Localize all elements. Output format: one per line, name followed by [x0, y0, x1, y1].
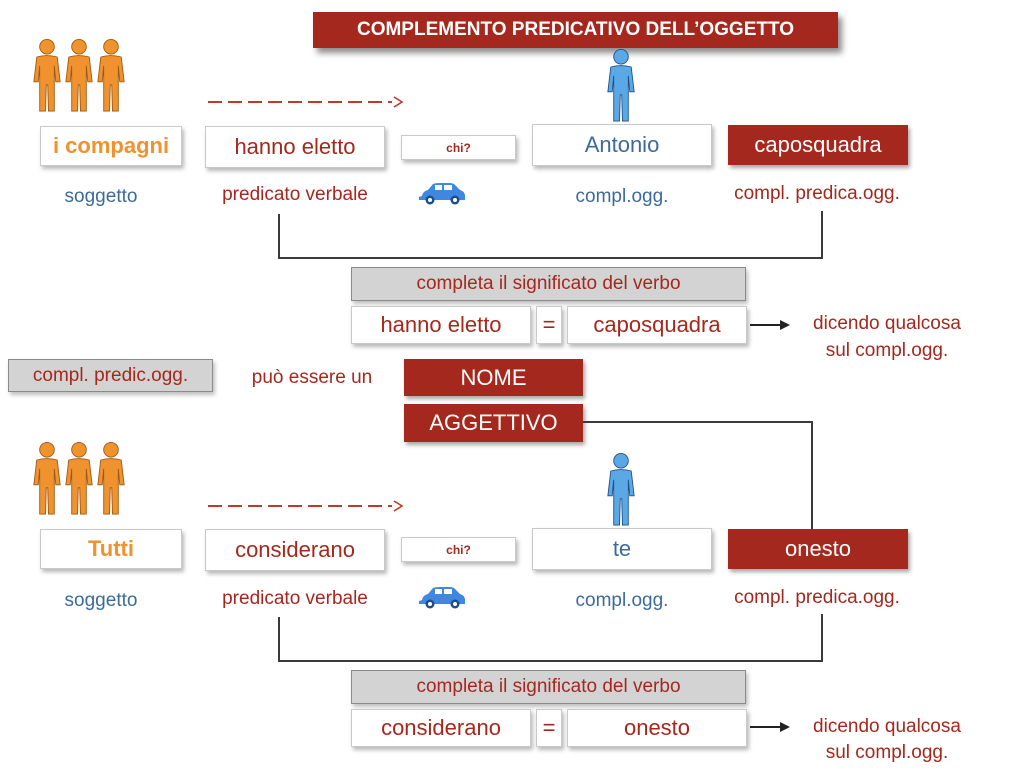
people-group-icon: [33, 38, 125, 112]
equals-sign: =: [536, 709, 562, 747]
equation-verb-box: hanno eletto: [351, 306, 531, 344]
subject-label: soggetto: [64, 590, 138, 611]
arrow-right-icon: [750, 320, 790, 330]
object-label: compl.ogg.: [575, 186, 669, 207]
adjective-connector-h: [583, 421, 813, 423]
dashed-arrow-icon: [208, 500, 404, 512]
note-line2: sul compl.ogg.: [825, 340, 949, 361]
note-line2: sul compl.ogg.: [825, 742, 949, 763]
can-be-text: può essere un: [251, 367, 373, 388]
object-box: Antonio: [532, 124, 712, 166]
equation-verb-box: considerano: [351, 709, 531, 747]
bracket-left: [278, 214, 280, 258]
arrow-right-icon: [750, 722, 790, 732]
note-line1: dicendo qualcosa: [813, 313, 961, 334]
question-box: chi?: [401, 135, 516, 160]
equation-pred-box: onesto: [567, 709, 747, 747]
question-box: chi?: [401, 537, 516, 562]
predicative-label: compl. predica.ogg.: [734, 183, 900, 204]
bracket-right: [821, 614, 823, 662]
bracket-bottom: [278, 257, 823, 259]
car-icon: [419, 183, 465, 205]
equation-pred-box: caposquadra: [567, 306, 747, 344]
page-title: COMPLEMENTO PREDICATIVO DELL’OGGETTO: [313, 12, 838, 48]
adjective-box: AGGETTIVO: [404, 404, 583, 442]
predicative-label: compl. predica.ogg.: [734, 587, 900, 608]
noun-box: NOME: [404, 359, 583, 396]
predicative-tag: compl. predic.ogg.: [8, 359, 213, 392]
bracket-right: [821, 211, 823, 259]
dashed-arrow-icon: [208, 96, 404, 108]
completes-box: completa il significato del verbo: [351, 267, 746, 301]
verb-box: considerano: [205, 529, 385, 571]
person-icon: [607, 48, 635, 122]
subject-label: soggetto: [64, 186, 138, 207]
people-group-icon: [33, 441, 125, 515]
object-label: compl.ogg.: [575, 590, 669, 611]
object-box: te: [532, 528, 712, 570]
equals-sign: =: [536, 306, 562, 344]
adjective-connector-v: [811, 421, 813, 530]
completes-box: completa il significato del verbo: [351, 670, 746, 704]
bracket-bottom: [278, 660, 823, 662]
subject-box: Tutti: [40, 529, 182, 569]
note-line1: dicendo qualcosa: [813, 716, 961, 737]
car-icon: [419, 587, 465, 609]
predicative-box: caposquadra: [728, 125, 908, 165]
subject-box: i compagni: [40, 126, 182, 166]
verb-label: predicato verbale: [222, 588, 368, 609]
verb-box: hanno eletto: [205, 126, 385, 168]
predicative-box: onesto: [728, 529, 908, 569]
bracket-left: [278, 617, 280, 661]
verb-label: predicato verbale: [222, 184, 368, 205]
person-icon: [607, 452, 635, 526]
